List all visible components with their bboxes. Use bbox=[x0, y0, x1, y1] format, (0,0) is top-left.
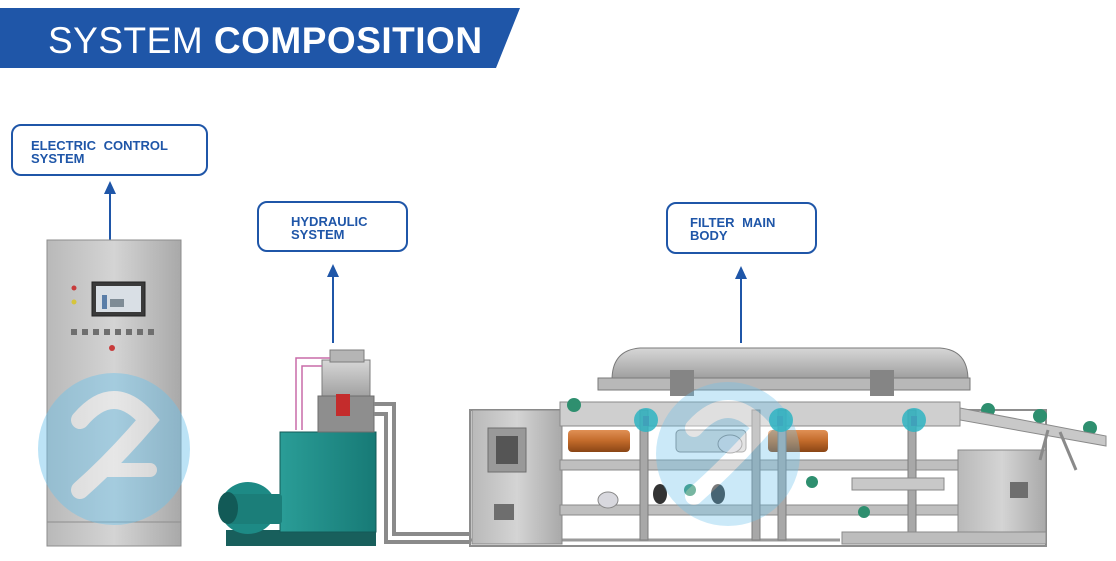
banner-shape bbox=[0, 8, 520, 68]
label-electric-line1: ELECTRIC CONTROL bbox=[31, 138, 168, 153]
header-banner: SYSTEM COMPOSITION bbox=[0, 8, 520, 68]
label-electric-line2: SYSTEM bbox=[31, 151, 85, 166]
label-hydraulic-line1: HYDRAULIC bbox=[291, 214, 368, 229]
logo-watermark-icon bbox=[38, 373, 190, 525]
arrow-up-icon-hydraulic bbox=[327, 264, 339, 343]
arrow-up-icon-electric bbox=[104, 181, 116, 240]
page-title: SYSTEM COMPOSITION bbox=[48, 20, 483, 62]
label-hydraulic-line2: SYSTEM bbox=[291, 227, 345, 242]
page-title-bold: COMPOSITION bbox=[213, 20, 483, 61]
label-electric-control-system: ELECTRIC CONTROL SYSTEM bbox=[11, 124, 208, 176]
arrow-up-icon-filter bbox=[735, 266, 747, 343]
label-filter-line1: FILTER MAIN bbox=[690, 215, 776, 230]
label-hydraulic-system: HYDRAULIC SYSTEM bbox=[257, 201, 408, 252]
filter-main-body bbox=[469, 347, 1107, 547]
electric-cabinet bbox=[46, 239, 182, 547]
label-filter-main-body: FILTER MAIN BODY bbox=[666, 202, 817, 254]
label-filter-line2: BODY bbox=[690, 228, 728, 243]
page-title-light: SYSTEM bbox=[48, 20, 204, 61]
teal-roller-discs bbox=[634, 408, 926, 432]
hydraulic-unit bbox=[218, 349, 377, 546]
logo-watermark-icon-2 bbox=[656, 382, 800, 526]
